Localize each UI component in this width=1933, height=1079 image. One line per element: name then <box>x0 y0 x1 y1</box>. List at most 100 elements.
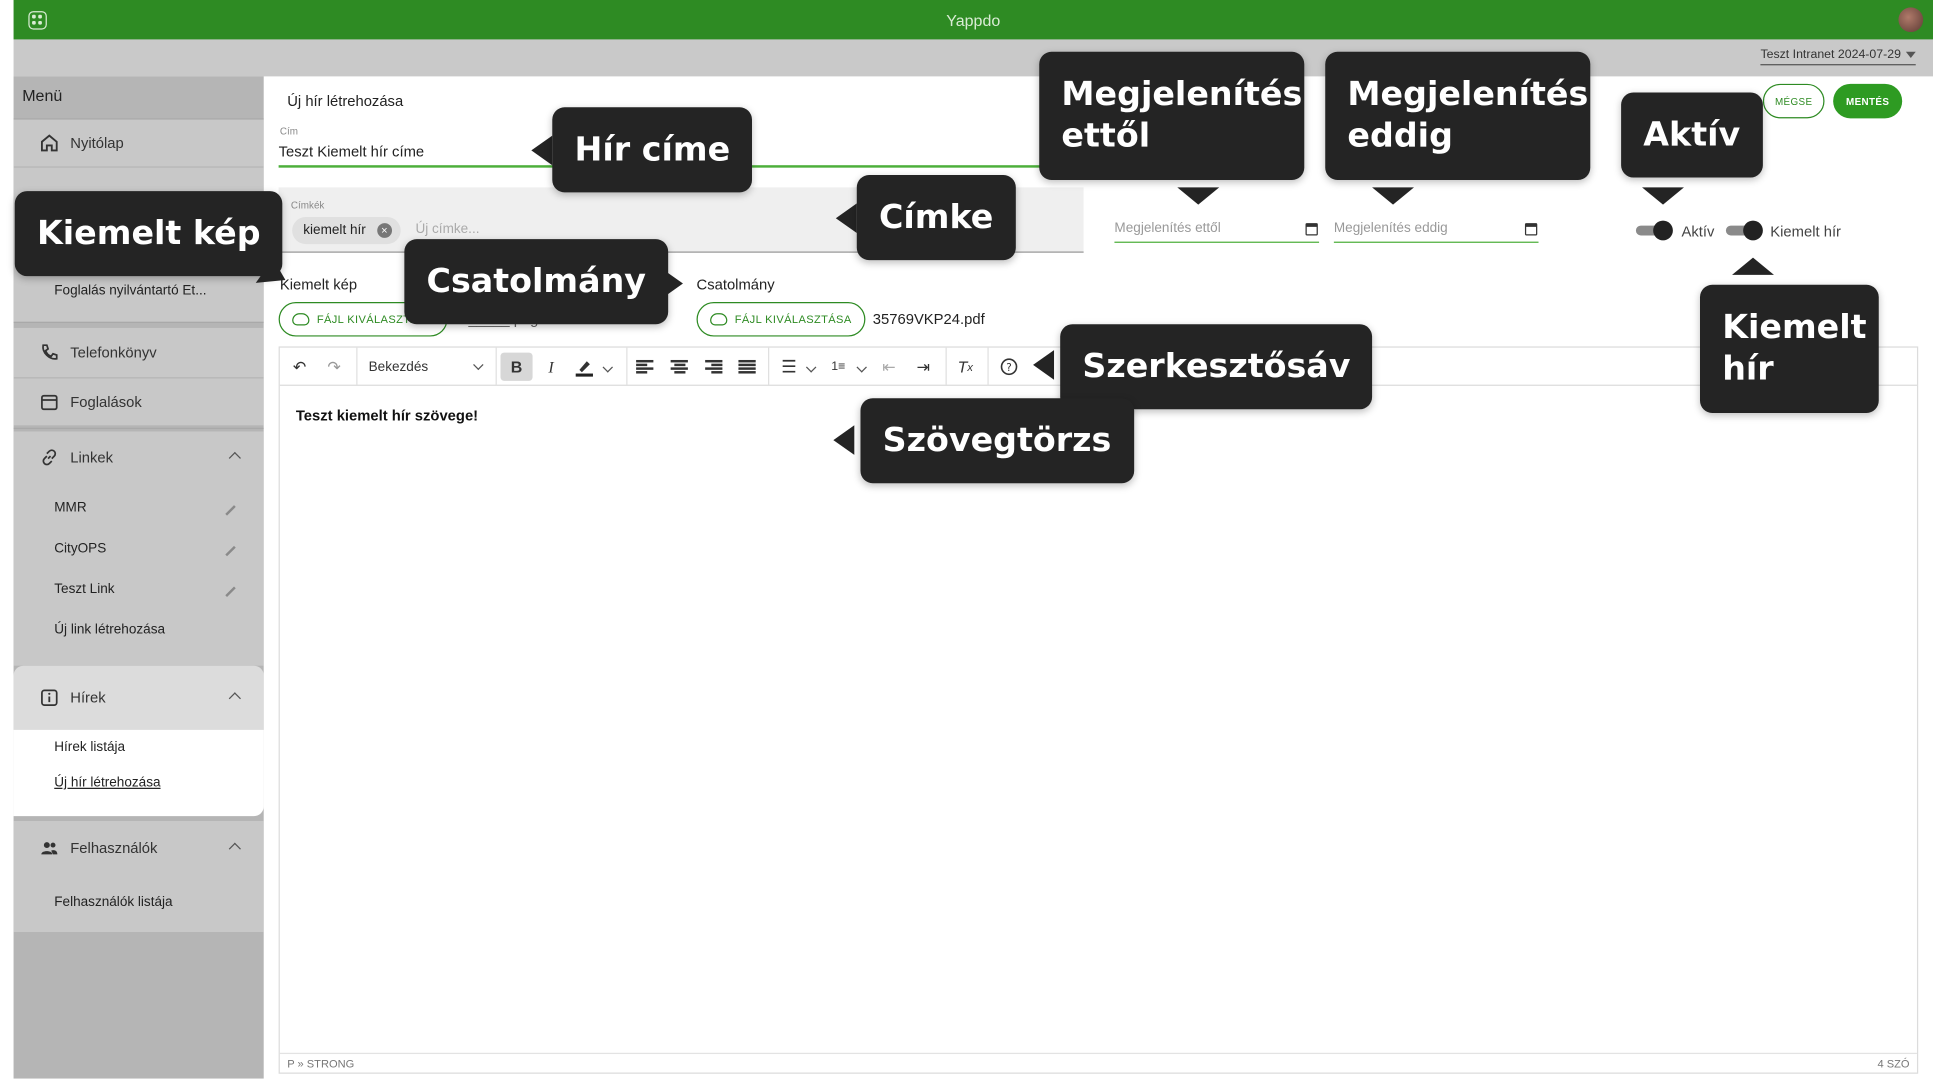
callout-arrow <box>662 268 683 299</box>
sidebar-item-bookings[interactable]: Foglalások <box>13 378 264 426</box>
editor-body-text[interactable]: Teszt kiemelt hír szövege! <box>295 406 479 425</box>
active-label: Aktív <box>1681 223 1715 241</box>
sub-bar: Teszt Intranet 2024-07-29 <box>13 39 1933 77</box>
element-path[interactable]: P » STRONG <box>287 1057 355 1071</box>
top-bar: Yappdo <box>13 0 1933 40</box>
featured-label: Kiemelt hír <box>1770 223 1841 241</box>
display-from-field[interactable]: Megjelenítés ettől <box>1114 220 1320 243</box>
sidebar-item-label: Linkek <box>70 448 114 466</box>
display-until-placeholder: Megjelenítés eddig <box>1333 220 1448 236</box>
redo-icon[interactable]: ↷ <box>327 356 341 376</box>
users-icon <box>41 842 58 855</box>
chevron-up-icon[interactable] <box>228 451 241 465</box>
callout-arrow <box>531 135 553 166</box>
save-button[interactable]: MENTÉS <box>1833 83 1903 119</box>
featured-image-button-label: FÁJL KIVÁLASZTÁSA <box>316 313 434 326</box>
display-until-field[interactable]: Megjelenítés eddig <box>1333 220 1539 243</box>
calendar-icon[interactable] <box>1524 223 1538 236</box>
sidebar-link-mmr[interactable]: MMR <box>54 500 87 516</box>
news-form: Új hír létrehozása MÉGSE MENTÉS Cím Tesz… <box>263 76 1933 1079</box>
callout-toolbar: Szerkesztősáv <box>1060 324 1373 410</box>
callout-arrow <box>835 203 857 233</box>
sidebar-item-label: Nyitólap <box>70 134 124 152</box>
align-center-icon[interactable] <box>666 353 693 381</box>
callout-arrow <box>1642 187 1684 205</box>
bold-icon[interactable]: B <box>500 352 533 381</box>
edit-icon[interactable] <box>225 505 236 516</box>
callout-arrow <box>833 425 855 455</box>
remove-tag-icon[interactable]: × <box>376 223 392 238</box>
featured-toggle[interactable] <box>1725 220 1763 241</box>
editor-status-bar: P » STRONG 4 SZÓ <box>279 1052 1917 1073</box>
intranet-selector[interactable]: Teszt Intranet 2024-07-29 <box>1760 48 1916 66</box>
tag-chip: kiemelt hír × <box>292 216 401 245</box>
paragraph-format-select[interactable]: Bekezdés <box>369 353 492 381</box>
sidebar-item-label: Foglalások <box>70 393 142 411</box>
featured-image-label: Kiemelt kép <box>279 276 358 294</box>
align-right-icon[interactable] <box>700 353 727 381</box>
italic-icon[interactable]: I <box>548 356 554 376</box>
indent-icon[interactable]: ⇥ <box>916 356 931 376</box>
callout-arrow <box>1177 187 1220 205</box>
app-title: Yappdo <box>946 11 1001 30</box>
callout-arrow <box>1033 350 1055 380</box>
chevron-down-icon[interactable] <box>600 353 615 381</box>
sidebar-item-news[interactable]: Hírek <box>13 665 264 730</box>
align-justify-icon[interactable] <box>734 353 761 381</box>
chevron-up-icon[interactable] <box>228 692 241 705</box>
chevron-down-icon[interactable] <box>854 353 869 381</box>
chevron-down-icon <box>473 359 484 371</box>
sidebar-link-cityops[interactable]: CityOPS <box>54 541 107 556</box>
home-icon <box>40 134 58 152</box>
sidebar-item-booking-record[interactable]: Foglalás nyilvántartó Et... <box>54 283 207 299</box>
calendar-icon[interactable] <box>1305 223 1318 236</box>
chevron-down-icon[interactable] <box>804 353 819 381</box>
cancel-button[interactable]: MÉGSE <box>1762 83 1825 119</box>
sidebar-item-phonebook[interactable]: Telefonkönyv <box>13 327 264 378</box>
attachment-button-label: FÁJL KIVÁLASZTÁSA <box>734 313 852 326</box>
tag-placeholder: Új címke... <box>415 221 480 237</box>
sidebar-group-users: Felhasználók Felhasználók listája <box>13 821 264 932</box>
callout-active: Aktív <box>1621 92 1763 178</box>
numbered-list-icon[interactable]: 1≡ <box>831 359 846 374</box>
sidebar-news-create[interactable]: Új hír létrehozása <box>54 775 161 791</box>
chevron-up-icon[interactable] <box>228 842 241 855</box>
highlight-icon[interactable] <box>571 353 598 381</box>
caret-down-icon <box>1905 51 1916 58</box>
outdent-icon[interactable]: ⇤ <box>882 356 896 376</box>
sidebar-item-home[interactable]: Nyitólap <box>13 119 264 167</box>
paragraph-format-label: Bekezdés <box>368 359 429 375</box>
help-icon[interactable]: ? <box>995 353 1022 381</box>
callout-attachment: Csatolmány <box>404 239 669 325</box>
sidebar-link-teszt[interactable]: Teszt Link <box>54 581 115 597</box>
sidebar-item-label: Telefonkönyv <box>70 343 157 362</box>
info-icon <box>41 689 58 707</box>
word-count: 4 SZÓ <box>1877 1057 1910 1071</box>
active-toggle[interactable] <box>1635 220 1673 241</box>
callout-arrow <box>1372 187 1414 205</box>
edit-icon[interactable] <box>225 586 236 597</box>
edit-icon[interactable] <box>225 545 236 557</box>
user-avatar[interactable] <box>1898 7 1924 33</box>
sidebar-group-news: Hírek listája Új hír létrehozása <box>13 729 264 817</box>
link-icon <box>42 449 57 466</box>
attachment-button[interactable]: FÁJL KIVÁLASZTÁSA <box>696 302 866 337</box>
callout-body: Szövegtörzs <box>860 398 1134 484</box>
sidebar-item-links[interactable]: Linkek <box>14 431 264 483</box>
title-input[interactable]: Teszt Kiemelt hír címe <box>278 143 425 161</box>
sidebar-item-users[interactable]: Felhasználók <box>14 821 264 875</box>
sidebar-link-create[interactable]: Új link létrehozása <box>54 622 166 638</box>
apps-grid-icon[interactable] <box>28 11 47 30</box>
phone-icon <box>42 344 58 360</box>
undo-icon[interactable]: ↶ <box>292 356 307 376</box>
display-from-placeholder: Megjelenítés ettől <box>1114 220 1221 236</box>
sidebar-news-list[interactable]: Hírek listája <box>54 739 126 755</box>
sidebar-menu-title: Menü <box>22 86 63 105</box>
tag-chip-label: kiemelt hír <box>303 223 366 238</box>
upload-cloud-icon <box>292 313 310 326</box>
bullet-list-icon[interactable]: ☰ <box>781 356 797 376</box>
callout-display-from: Megjelenítés ettől <box>1039 51 1305 180</box>
align-left-icon[interactable] <box>631 353 658 381</box>
sidebar-users-list[interactable]: Felhasználók listája <box>54 894 173 910</box>
